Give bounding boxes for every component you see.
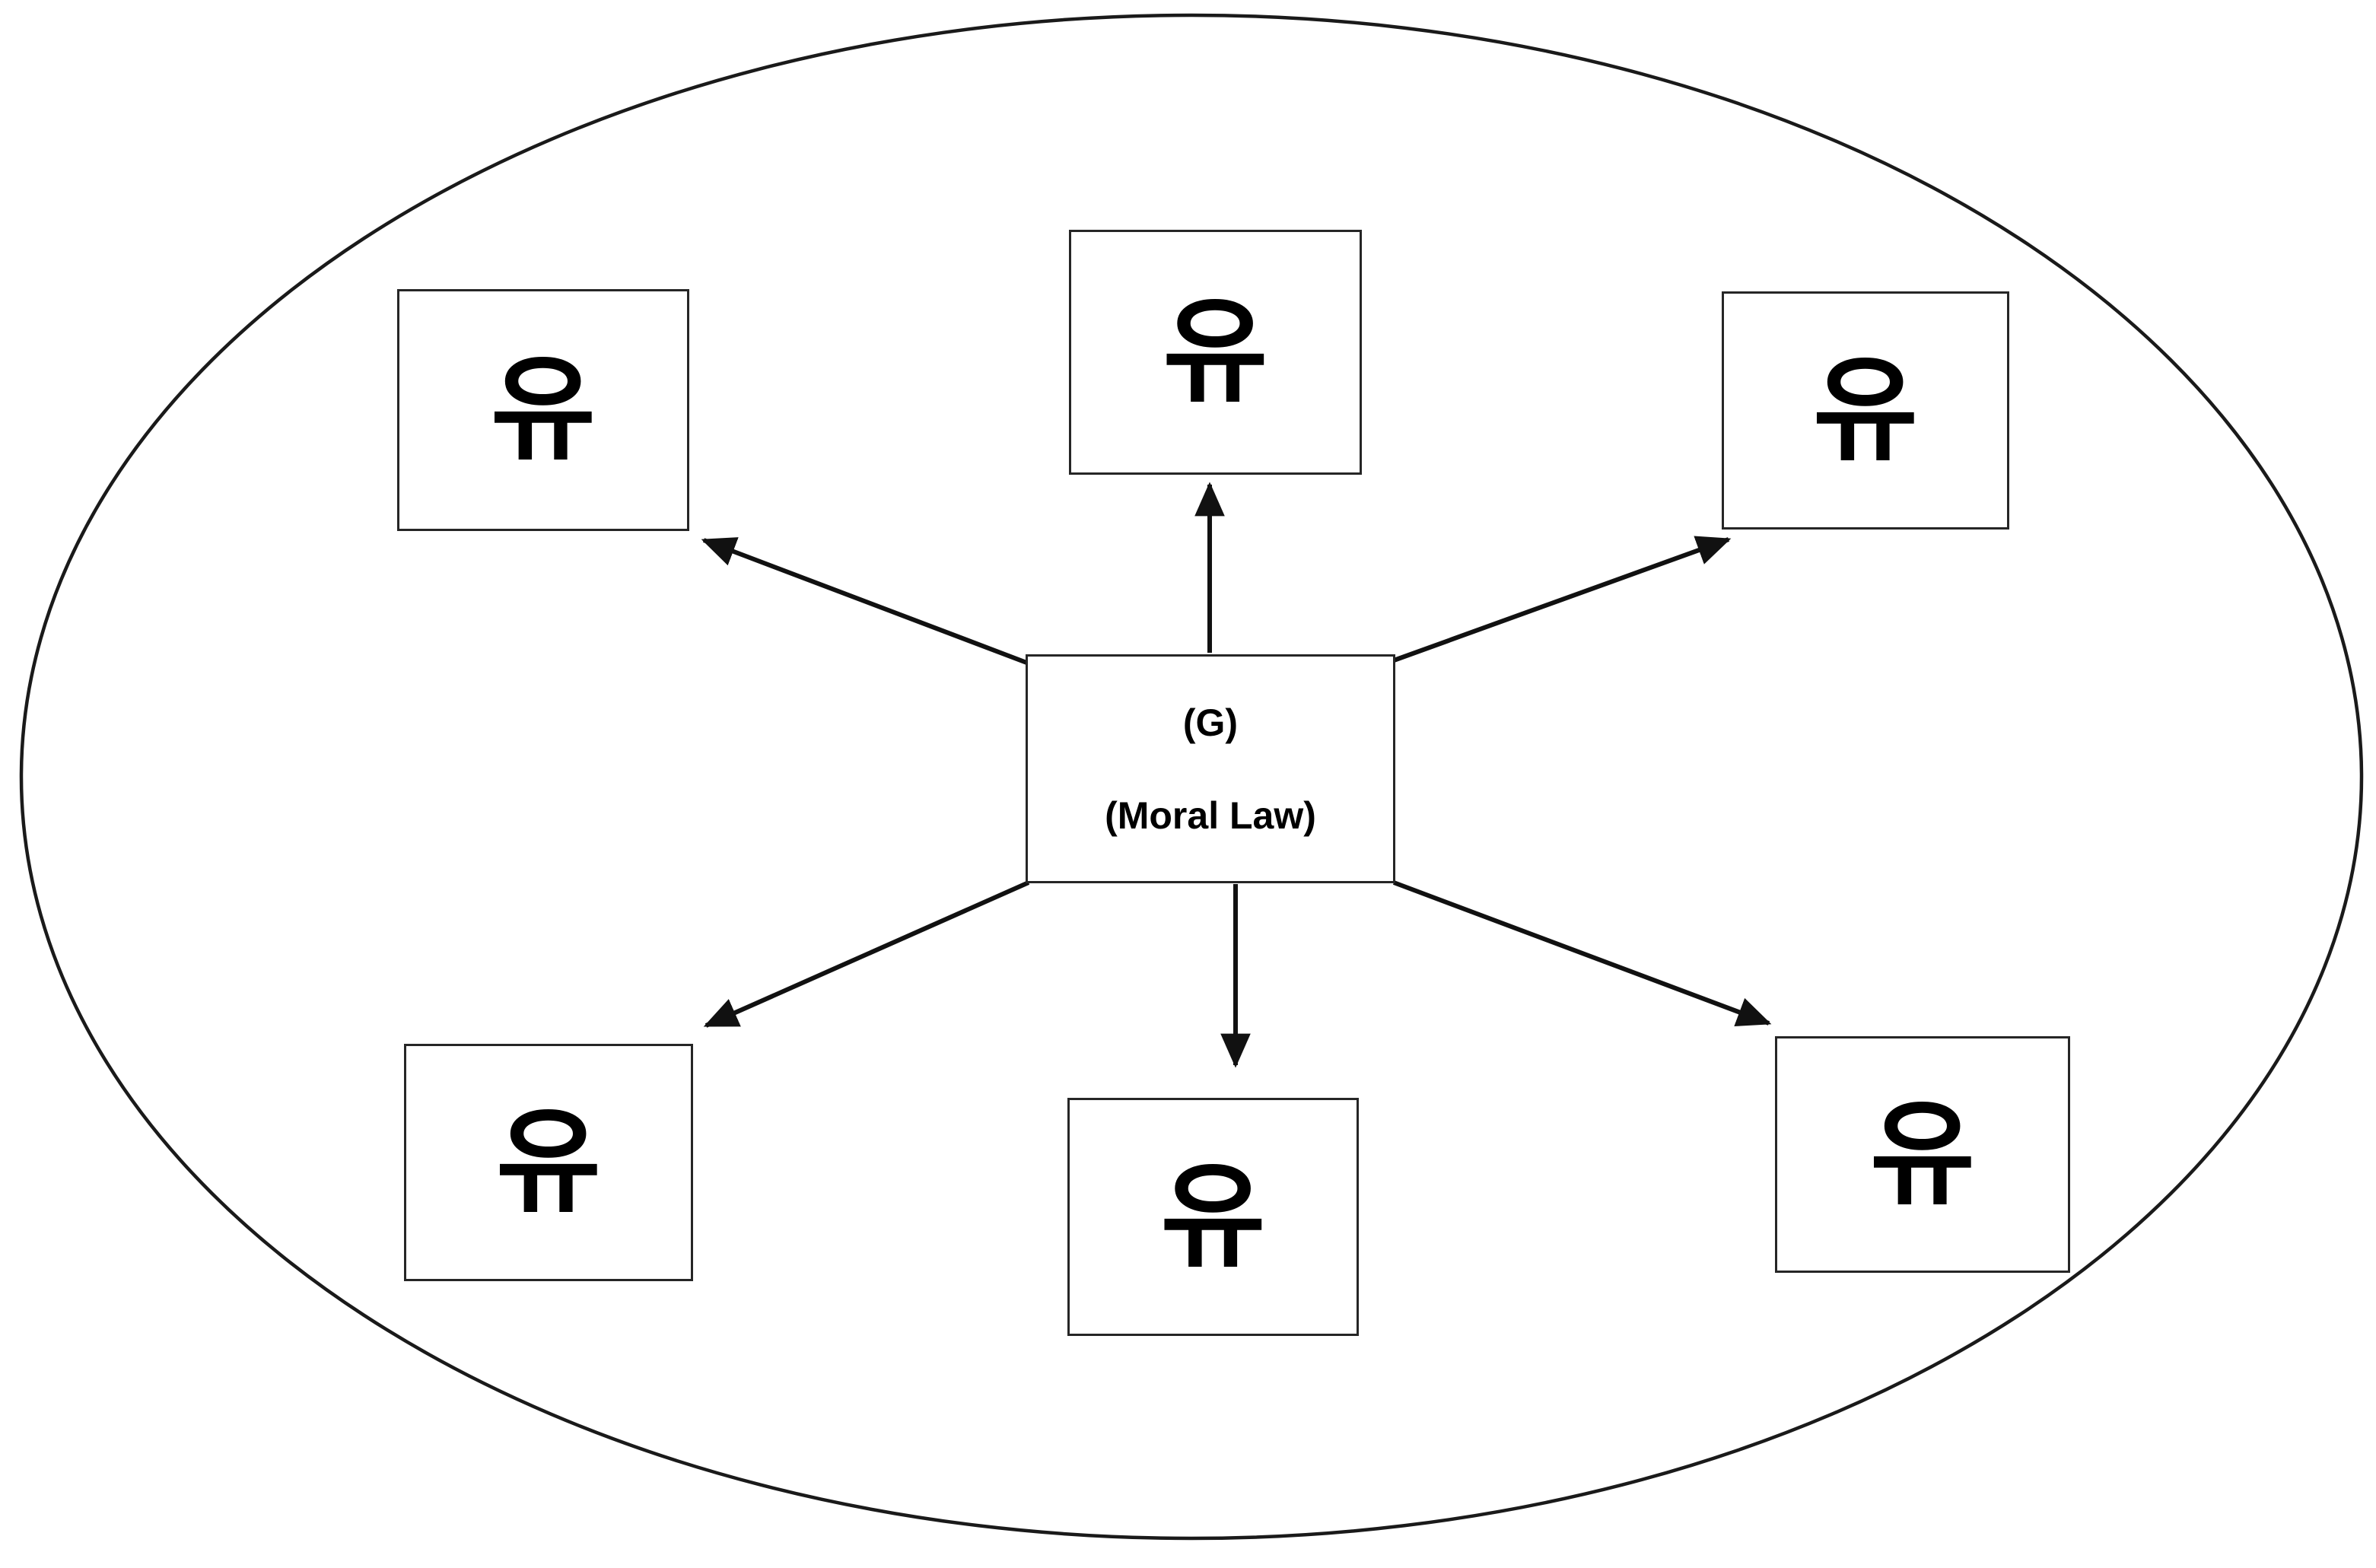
node-lower-right-label: 유 <box>1869 1088 1975 1221</box>
connector-to-upper-right <box>1392 536 1732 663</box>
node-bottom[interactable]: 유 <box>1067 1098 1359 1336</box>
node-lower-right[interactable]: 유 <box>1775 1036 2070 1273</box>
node-lower-left[interactable]: 유 <box>404 1044 693 1281</box>
node-top-label: 유 <box>1163 286 1268 418</box>
node-upper-left[interactable]: 유 <box>397 289 689 531</box>
node-upper-right-label: 유 <box>1812 344 1918 477</box>
node-top[interactable]: 유 <box>1069 230 1362 475</box>
connector-to-upper-left <box>701 537 1030 666</box>
center-node[interactable]: (G) (Moral Law) <box>1026 654 1395 883</box>
node-upper-right[interactable]: 유 <box>1722 291 2009 530</box>
center-node-line-two: (Moral Law) <box>1105 794 1316 837</box>
connector-to-lower-left <box>703 880 1030 1028</box>
node-upper-left-label: 유 <box>490 344 596 476</box>
node-lower-left-label: 유 <box>495 1096 601 1229</box>
node-bottom-label: 유 <box>1160 1150 1266 1283</box>
connector-to-lower-right <box>1392 880 1772 1026</box>
center-node-line-one: (G) <box>1182 701 1239 744</box>
